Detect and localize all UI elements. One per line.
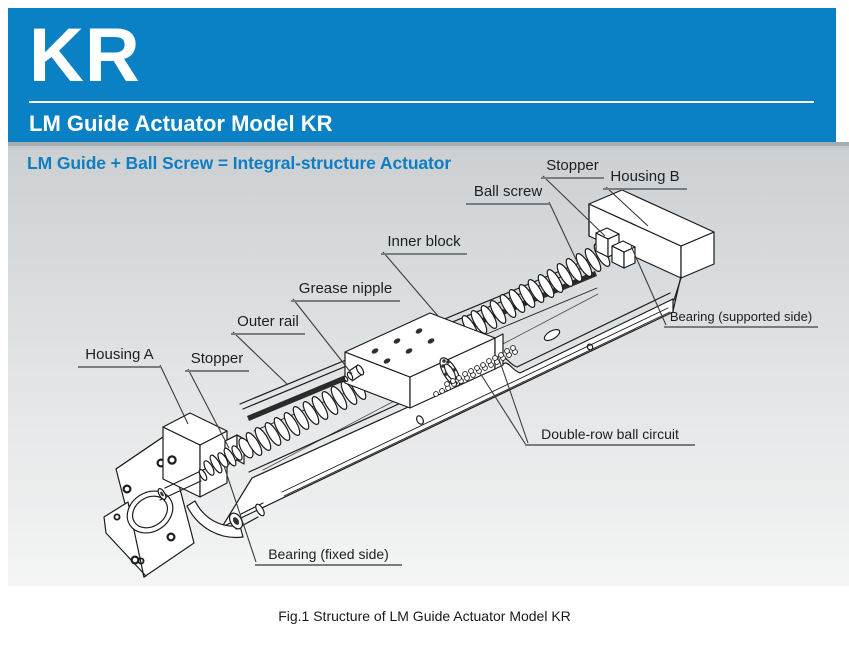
label-grease-nipple: Grease nipple bbox=[291, 280, 400, 302]
figure-caption: Fig.1 Structure of LM Guide Actuator Mod… bbox=[278, 608, 571, 624]
mounting-bolt bbox=[228, 502, 265, 530]
leader-double-row-1 bbox=[479, 372, 527, 446]
leader-outer-rail bbox=[232, 331, 288, 385]
label-bearing-fixed: Bearing (fixed side) bbox=[255, 546, 402, 567]
grease-nipple-part bbox=[343, 364, 365, 382]
leader-housing-b bbox=[605, 186, 649, 227]
housing-a-part bbox=[162, 412, 228, 498]
cast-support bbox=[186, 500, 244, 539]
product-code: KR bbox=[29, 13, 141, 98]
panel-top-strip bbox=[8, 142, 849, 146]
bearing-supported-part bbox=[611, 240, 636, 269]
label-inner-block: Inner block bbox=[381, 233, 467, 255]
leader-stopper-left bbox=[187, 368, 230, 449]
leader-housing-a bbox=[159, 364, 189, 425]
bearing-fixed-part bbox=[203, 437, 254, 476]
label-housing-a: Housing A bbox=[78, 346, 161, 368]
leader-double-row-2 bbox=[497, 355, 529, 444]
leader-stopper-top bbox=[542, 175, 606, 237]
header-subtitle: LM Guide Actuator Model KR bbox=[29, 111, 333, 136]
headline: LM Guide + Ball Screw = Integral-structu… bbox=[27, 153, 452, 173]
leader-grease-nipple bbox=[292, 298, 353, 375]
leader-lines bbox=[159, 175, 667, 563]
leader-bearing-supported bbox=[630, 245, 667, 326]
label-double-row-ball-circuit: Double-row ball circuit bbox=[525, 426, 695, 447]
inner-block-part bbox=[343, 312, 518, 409]
leader-inner-block bbox=[382, 251, 439, 317]
label-housing-b: Housing B bbox=[603, 168, 687, 190]
leader-ball-screw bbox=[548, 201, 581, 269]
label-stopper-left: Stopper bbox=[185, 350, 249, 372]
label-stopper-top: Stopper bbox=[541, 157, 604, 179]
leader-bearing-fixed bbox=[223, 465, 257, 563]
label-bearing-supported: Bearing (supported side) bbox=[664, 309, 818, 329]
housing-b-part bbox=[588, 189, 715, 312]
double-row-ball-circuit-part bbox=[433, 345, 518, 397]
header-rule bbox=[29, 101, 814, 103]
floor-slot-hole-2 bbox=[543, 328, 561, 342]
label-ball-screw: Ball screw bbox=[466, 183, 550, 205]
motor-flange-bracket bbox=[103, 430, 195, 578]
label-outer-rail: Outer rail bbox=[231, 313, 305, 335]
ball-screw-part bbox=[157, 243, 611, 501]
header-banner: KR LM Guide Actuator Model KR bbox=[8, 8, 836, 142]
screw-thread-right bbox=[461, 243, 611, 339]
